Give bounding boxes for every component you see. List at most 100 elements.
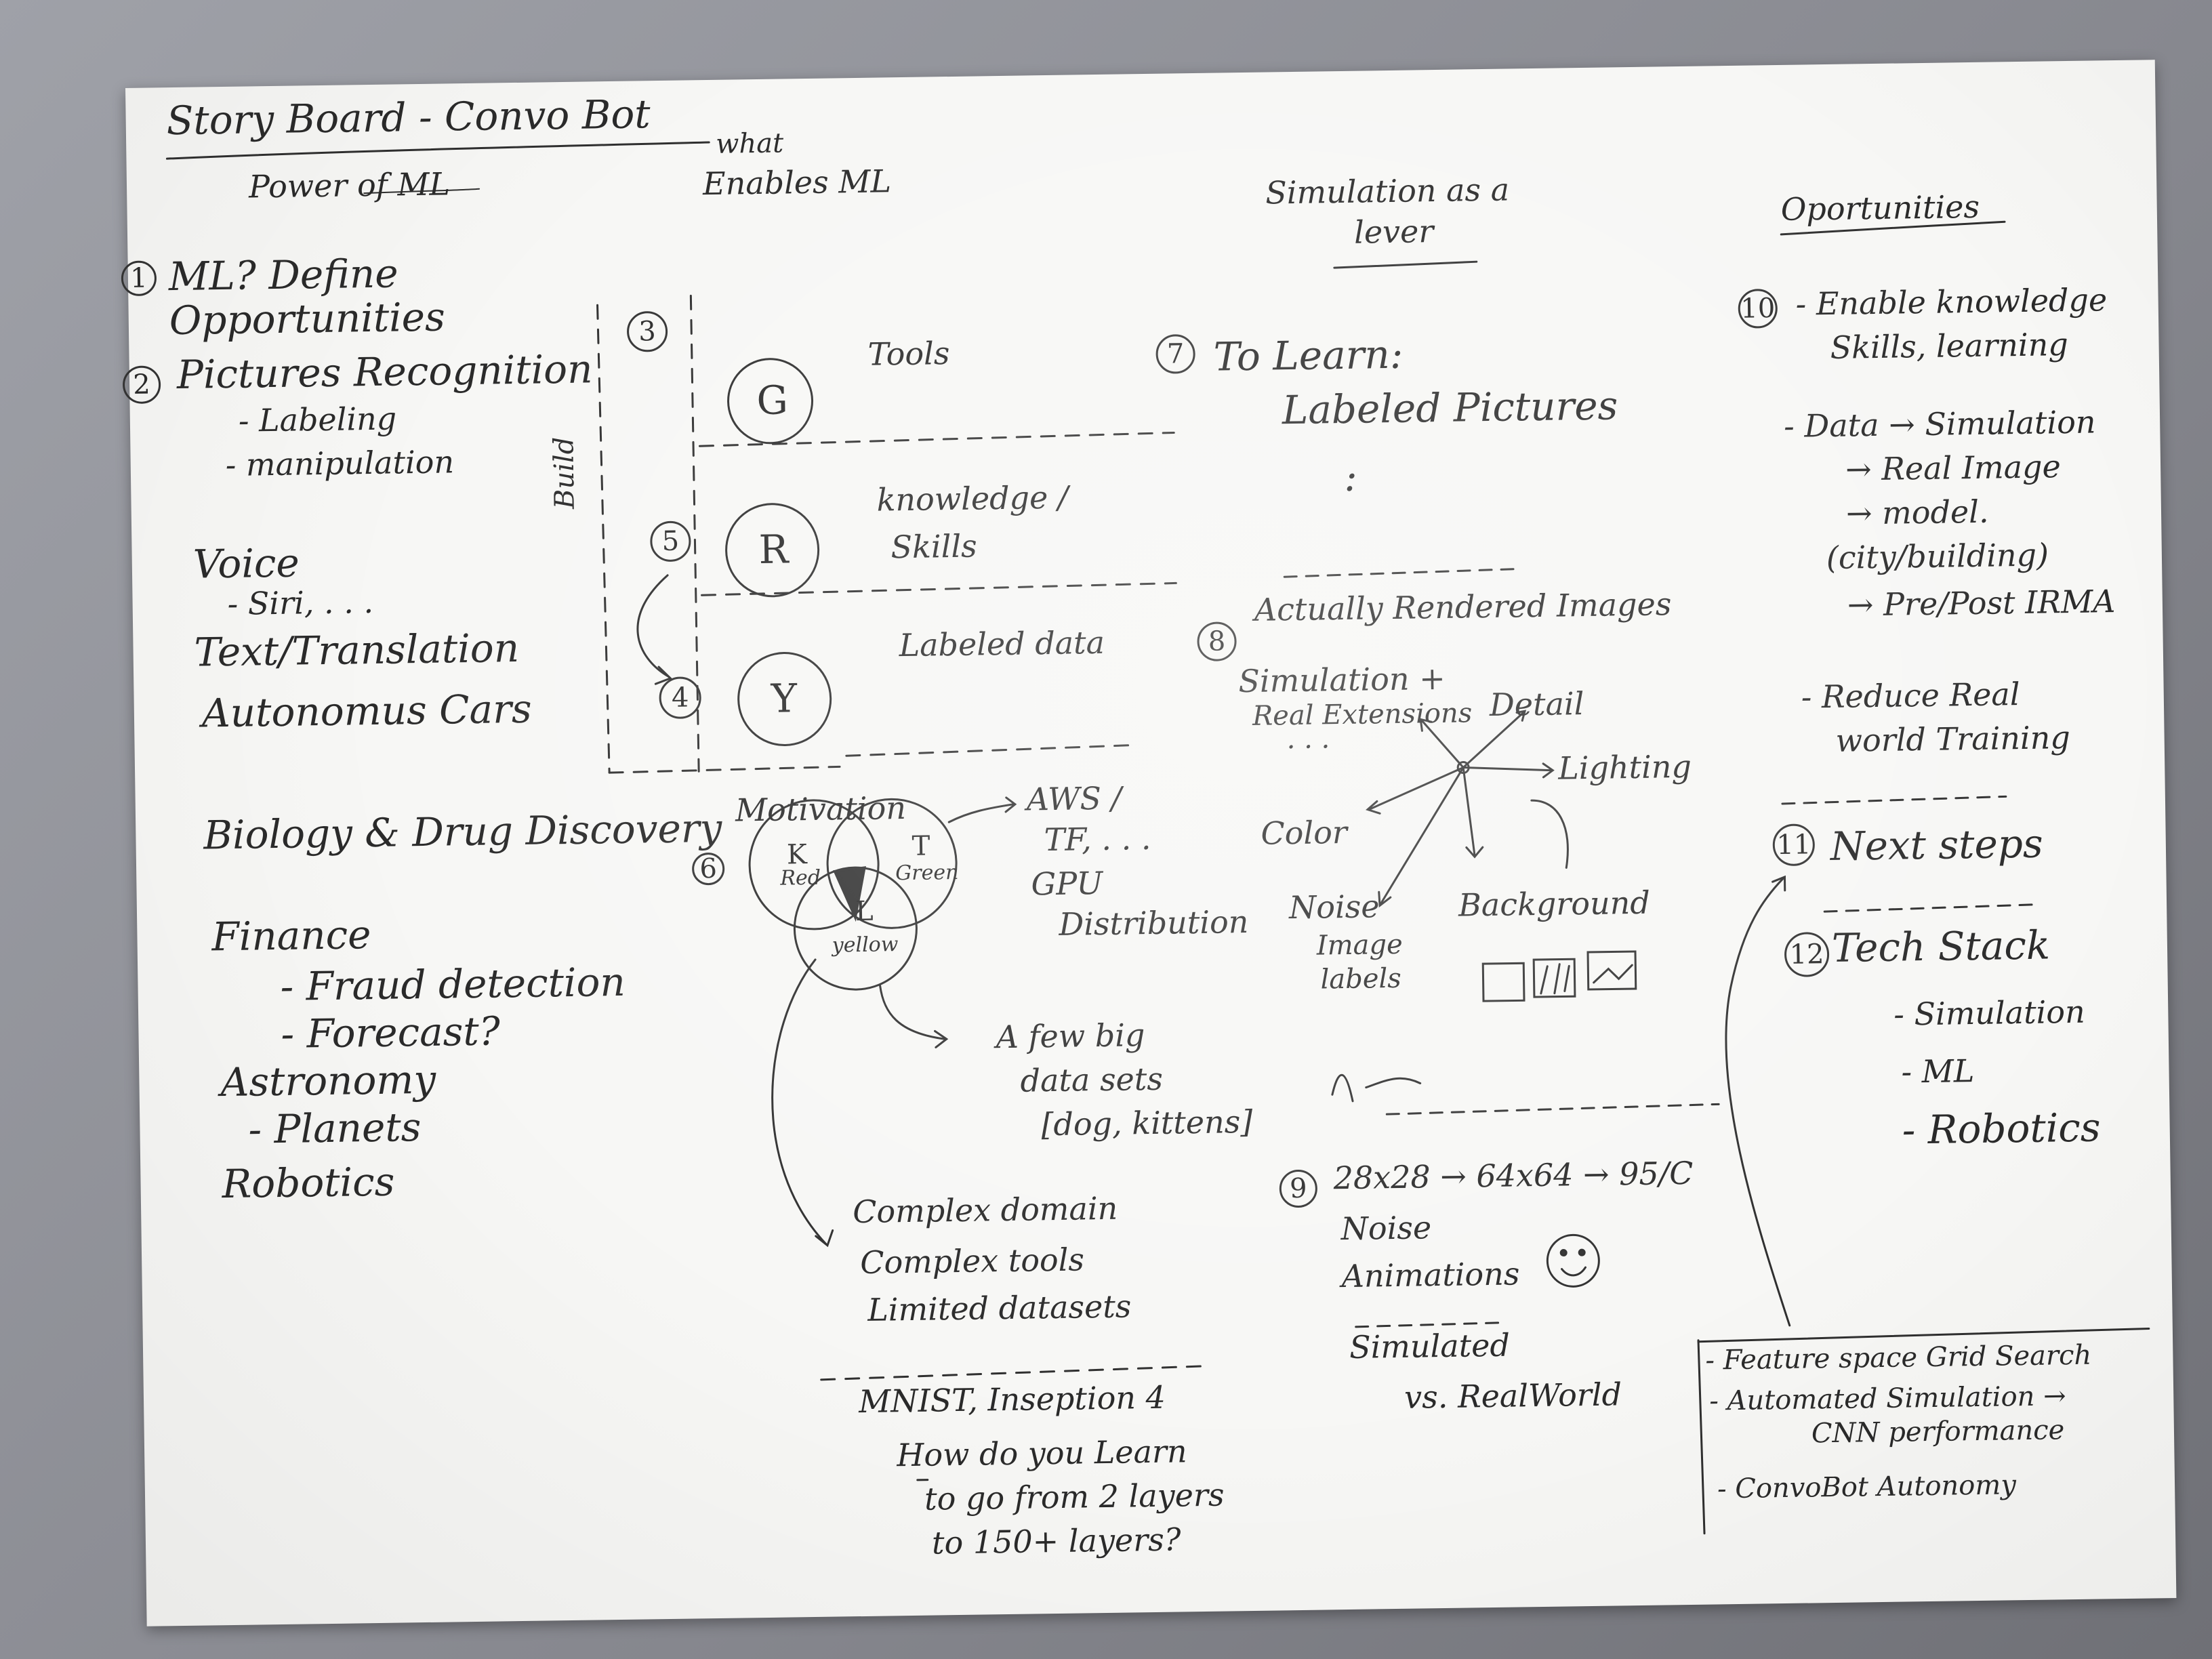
- ellipsis: . . .: [1286, 723, 1330, 756]
- venn-red-label: Red: [780, 865, 821, 890]
- to-learn: To Learn:: [1213, 331, 1404, 380]
- model-label: → model.: [1845, 493, 1989, 532]
- inner-dashed-border: [689, 294, 700, 773]
- knowledge-label: knowledge /: [876, 478, 1069, 518]
- curved-arrow-head: [654, 665, 672, 685]
- world-training: world Training: [1835, 719, 2071, 759]
- ray-bottom: [1462, 766, 1476, 857]
- next-steps: Next steps: [1830, 820, 2044, 869]
- arrow-complex: [771, 958, 827, 1246]
- skills-learning: Skills, learning: [1830, 326, 2069, 366]
- ray-real: [1420, 719, 1465, 769]
- tech-simulation: - Simulation: [1893, 993, 2085, 1033]
- animations-label: Animations: [1341, 1255, 1520, 1295]
- image-labels-1: Image: [1316, 928, 1404, 962]
- dash-1: [698, 431, 1175, 447]
- ray-color-head: [1366, 800, 1381, 815]
- venn-t: T: [912, 830, 930, 862]
- automated-simulation: - Automated Simulation →: [1708, 1380, 2066, 1417]
- astronomy: Astronomy: [220, 1056, 436, 1106]
- ray-detail-head: [1515, 710, 1527, 722]
- dash-sim-2: [1385, 1103, 1720, 1115]
- simulated-label: Simulated: [1349, 1326, 1511, 1366]
- arrow-aws: [947, 803, 1015, 823]
- actually-rendered: Actually Rendered Images: [1254, 586, 1672, 628]
- venn-yellow-label: yellow: [832, 933, 899, 958]
- thumb-2-lines: [1540, 963, 1570, 995]
- fraud-detection: - Fraud detection: [280, 958, 626, 1010]
- tools-label: Tools: [867, 335, 950, 373]
- color-label: Color: [1261, 813, 1348, 852]
- vs-realworld: vs. RealWorld: [1404, 1376, 1622, 1416]
- venn-l: L: [855, 895, 874, 928]
- aws-label: AWS /: [1026, 779, 1122, 818]
- bracket-left: [1697, 1339, 1706, 1535]
- thumb-2: [1532, 958, 1576, 998]
- ray-noise: [1379, 766, 1465, 905]
- voice: Voice: [192, 539, 300, 588]
- letter-r: R: [758, 526, 789, 573]
- dash-sim-1: [1283, 567, 1523, 578]
- storyboard-paper: Story Board - Convo Bot Power of ML 1 ML…: [121, 60, 2177, 1626]
- venn-yellow: [793, 866, 918, 991]
- squiggle-2: [1365, 1077, 1422, 1089]
- what-label: what: [715, 127, 784, 160]
- gpu-label: GPU: [1031, 864, 1103, 903]
- thumb-3: [1586, 950, 1637, 991]
- sizes-label: 28x28 → 64x64 → 95/C: [1333, 1154, 1694, 1197]
- bottom-dashed-border: [608, 765, 841, 774]
- ray-color: [1368, 766, 1465, 811]
- ray-lighting: [1462, 766, 1553, 772]
- venn-green-label: Green: [895, 860, 959, 886]
- skills-label: Skills: [890, 527, 978, 566]
- next-steps-arrow: [1725, 877, 1791, 1327]
- dash-right-1: [1781, 795, 2007, 805]
- simulation-heading-line1: Simulation as a: [1265, 171, 1510, 211]
- image-labels-2: labels: [1320, 962, 1402, 996]
- venn-center-hatch: [833, 866, 867, 922]
- biology-drug: Biology & Drug Discovery: [203, 804, 722, 859]
- dash-mnist: [820, 1365, 1202, 1381]
- planets: - Planets: [247, 1104, 422, 1153]
- real-image: → Real Image: [1845, 448, 2062, 488]
- simulation-plus: Simulation +: [1238, 659, 1446, 700]
- finance: Finance: [211, 912, 371, 960]
- marker-11: 11: [1772, 823, 1816, 867]
- arrow-fewbig-head: [934, 1029, 949, 1048]
- complex-domain: Complex domain: [852, 1189, 1118, 1231]
- motivation-label: Motivation: [735, 790, 907, 829]
- dash-3: [845, 743, 1139, 757]
- build-label: Build: [548, 436, 581, 510]
- ray-noise-head: [1378, 890, 1392, 908]
- ml-define: ML? Define: [168, 250, 398, 300]
- forecast: - Forecast?: [281, 1008, 501, 1057]
- circle-r: [725, 503, 820, 598]
- reduce-real: - Reduce Real: [1801, 676, 2020, 716]
- detail-label: Detail: [1489, 685, 1584, 723]
- oportunities-heading: Oportunities: [1780, 188, 1980, 228]
- ray-real-head: [1419, 718, 1433, 732]
- siri: - Siri, . . .: [227, 583, 374, 622]
- manipulation: - manipulation: [225, 443, 455, 483]
- smiley-mouth: [1561, 1266, 1587, 1277]
- arrow-complex-head: [815, 1229, 834, 1248]
- limited-datasets: Limited datasets: [867, 1288, 1132, 1328]
- bracket-top: [1697, 1327, 2150, 1343]
- smiley-eye-right: [1578, 1248, 1586, 1256]
- ray-detail: [1462, 711, 1525, 769]
- marker-10: 10: [1738, 288, 1778, 329]
- opportunities: Opportunities: [169, 293, 446, 344]
- page-title: Story Board - Convo Bot: [166, 91, 651, 144]
- circle-y: [737, 652, 832, 747]
- ray-background: [1530, 799, 1569, 869]
- venn-k: K: [786, 839, 808, 871]
- tf-label: TF, . . .: [1044, 819, 1151, 859]
- pre-post-irma: → Pre/Post IRMA: [1847, 583, 2116, 623]
- dogs-kittens-label: [dog, kittens]: [1041, 1103, 1253, 1143]
- letter-g: G: [756, 377, 789, 424]
- labeling: - Labeling: [238, 400, 397, 439]
- dash-right-2: [1823, 903, 2036, 913]
- labeled-pictures: Labeled Pictures: [1282, 382, 1618, 434]
- title-underline: [165, 141, 710, 160]
- noise-2-label: Noise: [1340, 1209, 1432, 1248]
